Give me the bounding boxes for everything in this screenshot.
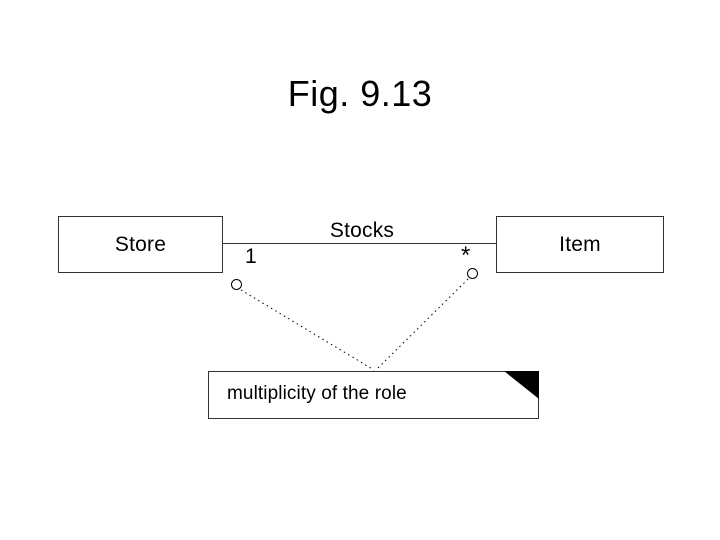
uml-note-box[interactable]: multiplicity of the role xyxy=(208,371,539,419)
association-name-label: Stocks xyxy=(329,219,395,242)
page-title: Fig. 9.13 xyxy=(287,73,433,114)
multiplicity-label-source: 1 xyxy=(245,245,257,268)
anchor-circle-target xyxy=(467,268,478,279)
uml-class-box-store[interactable]: Store xyxy=(58,216,223,273)
uml-note-text: multiplicity of the role xyxy=(227,383,407,404)
uml-class-name-item: Item xyxy=(559,232,601,256)
uml-class-box-item[interactable]: Item xyxy=(496,216,664,273)
association-line[interactable] xyxy=(222,243,497,244)
multiplicity-label-target: * xyxy=(461,242,471,269)
note-fold-corner-icon xyxy=(504,371,539,399)
anchor-circle-source xyxy=(231,279,242,290)
uml-class-name-store: Store xyxy=(114,232,167,256)
